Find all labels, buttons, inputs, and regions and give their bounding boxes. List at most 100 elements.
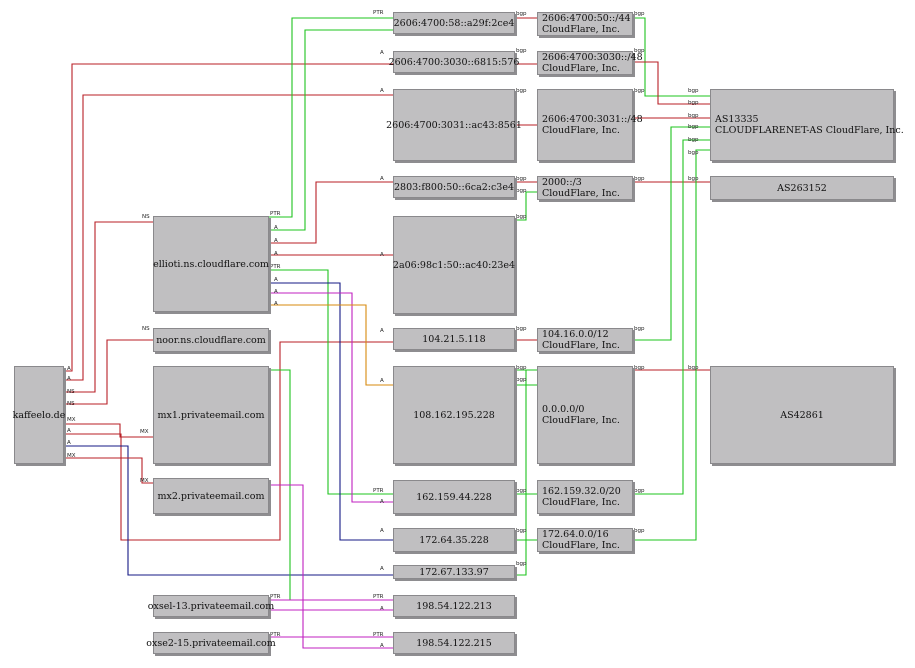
- node-prefix-0[interactable]: 0.0.0.0/0 CloudFlare, Inc.: [537, 366, 633, 464]
- node-ip-172-67[interactable]: 172.67.133.97: [393, 565, 515, 579]
- label-bgp-10: bgp: [516, 488, 527, 494]
- label-a-21: A: [380, 643, 384, 649]
- label-bgp-22: bgp: [688, 100, 699, 106]
- edge-ellioti-2803: [269, 181, 393, 244]
- edge-kaffeelo-6815: [64, 63, 393, 372]
- node-prefix-3031[interactable]: 2606:4700:3031::/48 CloudFlare, Inc.: [537, 89, 643, 161]
- label-bgp-1: bgp: [516, 11, 527, 17]
- edge-bgp-172-67: [515, 369, 537, 576]
- edge-ellioti-162: [269, 292, 393, 503]
- edge-kaffeelo-noor: [64, 339, 153, 405]
- node-ip-104[interactable]: 104.21.5.118: [393, 328, 515, 350]
- node-prefix-3030[interactable]: 2606:4700:3030::/48 CloudFlare, Inc.: [537, 51, 643, 75]
- label-bgp-13: bgp: [634, 11, 645, 17]
- label-mx-1: MX: [67, 417, 76, 423]
- node-prefix-104[interactable]: 104.16.0.0/12 CloudFlare, Inc.: [537, 328, 633, 352]
- label-a-11: A: [380, 50, 384, 56]
- node-ip-2a06[interactable]: 2a06:98c1:50::ac40:23e4: [393, 216, 515, 314]
- edge-bgp-2a06: [515, 191, 537, 221]
- label-bgp-11: bgp: [516, 528, 527, 534]
- edge-ellioti-a29f: [269, 29, 393, 231]
- node-noor[interactable]: noor.ns.cloudflare.com: [153, 328, 269, 352]
- edge-kaffeelo-104: [64, 341, 393, 541]
- label-ptr-6: PTR: [373, 632, 384, 638]
- label-a-8: A: [274, 277, 278, 283]
- node-prefix-2606-44[interactable]: 2606:4700:50::/44 CloudFlare, Inc.: [537, 12, 633, 36]
- label-mx-4: MX: [140, 478, 149, 484]
- node-oxsel13[interactable]: oxsel-13.privateemail.com: [148, 595, 274, 617]
- node-ip-6815[interactable]: 2606:4700:3030::6815:576: [389, 51, 519, 73]
- label-bgp-27: bgp: [688, 176, 699, 182]
- edge-ellioti-a29f-ptr: [269, 17, 393, 218]
- label-mx-3: MX: [140, 429, 149, 435]
- edge-as-172: [633, 149, 710, 541]
- label-bgp-3: bgp: [516, 88, 527, 94]
- label-bgp-23: bgp: [688, 113, 699, 119]
- label-a-14: A: [380, 252, 384, 258]
- label-a-12: A: [380, 88, 384, 94]
- node-ip-ac43[interactable]: 2606:4700:3031::ac43:8561: [386, 89, 522, 161]
- edge-kaffeelo-ac43: [64, 94, 393, 381]
- label-bgp-9: bgp: [516, 377, 527, 383]
- edge-ellioti-172-64: [269, 282, 393, 541]
- label-ptr-5: PTR: [373, 594, 384, 600]
- node-ellioti[interactable]: ellioti.ns.cloudflare.com: [153, 216, 269, 312]
- label-a-19: A: [380, 566, 384, 572]
- label-bgp-6: bgp: [516, 214, 527, 220]
- node-mx2[interactable]: mx2.privateemail.com: [153, 478, 269, 514]
- node-mx1[interactable]: mx1.privateemail.com: [153, 366, 269, 464]
- label-ptr-2: PTR: [270, 264, 281, 270]
- label-bgp-17: bgp: [634, 326, 645, 332]
- label-ns-3: NS: [142, 214, 150, 220]
- node-ip-198-213[interactable]: 198.54.122.213: [393, 595, 515, 617]
- node-as13335[interactable]: AS13335 CLOUDFLARENET-AS CloudFlare, Inc…: [710, 89, 904, 161]
- node-oxse215[interactable]: oxse2-15.privateemail.com: [146, 632, 276, 654]
- edge-as-162: [633, 139, 710, 495]
- label-mx-2: MX: [67, 453, 76, 459]
- label-a-9: A: [274, 289, 278, 295]
- label-a-4: A: [67, 440, 71, 446]
- label-a-2: A: [67, 376, 71, 382]
- node-prefix-2000[interactable]: 2000::/3 CloudFlare, Inc.: [537, 176, 633, 200]
- node-ip-2803[interactable]: 2803:f800:50::6ca2:c3e4: [393, 176, 515, 198]
- label-bgp-26: bgp: [688, 150, 699, 156]
- edge-as-3030: [633, 61, 710, 105]
- label-a-13: A: [380, 176, 384, 182]
- node-ip-198-215[interactable]: 198.54.122.215: [393, 632, 515, 654]
- label-bgp-7: bgp: [516, 326, 527, 332]
- node-kaffeelo[interactable]: kaffeelo.de: [13, 366, 65, 464]
- label-a-10: A: [274, 301, 278, 307]
- label-bgp-15: bgp: [634, 88, 645, 94]
- label-ptr-8: PTR: [270, 632, 281, 638]
- label-a-17: A: [380, 499, 384, 505]
- edge-ellioti-162-ptr: [269, 269, 393, 495]
- label-bgp-5: bgp: [516, 188, 527, 194]
- label-ptr-4: PTR: [373, 488, 384, 494]
- label-bgp-21: bgp: [688, 88, 699, 94]
- node-ip-162[interactable]: 162.159.44.228: [393, 480, 515, 514]
- label-ptr-1: PTR: [270, 211, 281, 217]
- node-prefix-162[interactable]: 162.159.32.0/20 CloudFlare, Inc.: [537, 480, 633, 514]
- edge-kaffeelo-172-67: [64, 445, 393, 576]
- label-a-15: A: [380, 328, 384, 334]
- edge-kaffeelo-ellioti: [64, 221, 153, 393]
- label-a-6: A: [274, 238, 278, 244]
- label-ns-4: NS: [142, 326, 150, 332]
- label-bgp-2: bgp: [516, 48, 527, 54]
- label-bgp-18: bgp: [634, 365, 645, 371]
- node-ip-a29f[interactable]: 2606:4700:58::a29f:2ce4: [393, 12, 515, 34]
- label-bgp-28: bgp: [688, 365, 699, 371]
- label-a-5: A: [274, 225, 278, 231]
- label-a-16: A: [380, 378, 384, 384]
- node-as263152[interactable]: AS263152: [710, 176, 894, 200]
- node-as42861[interactable]: AS42861: [710, 366, 894, 464]
- label-ns-1: NS: [67, 389, 75, 395]
- edge-ellioti-108: [269, 304, 393, 386]
- edge-mx2-198-215: [269, 484, 393, 649]
- node-ip-108[interactable]: 108.162.195.228: [393, 366, 515, 464]
- node-prefix-172[interactable]: 172.64.0.0/16 CloudFlare, Inc.: [537, 528, 633, 552]
- label-a-20: A: [380, 606, 384, 612]
- node-ip-172-64[interactable]: 172.64.35.228: [393, 528, 515, 552]
